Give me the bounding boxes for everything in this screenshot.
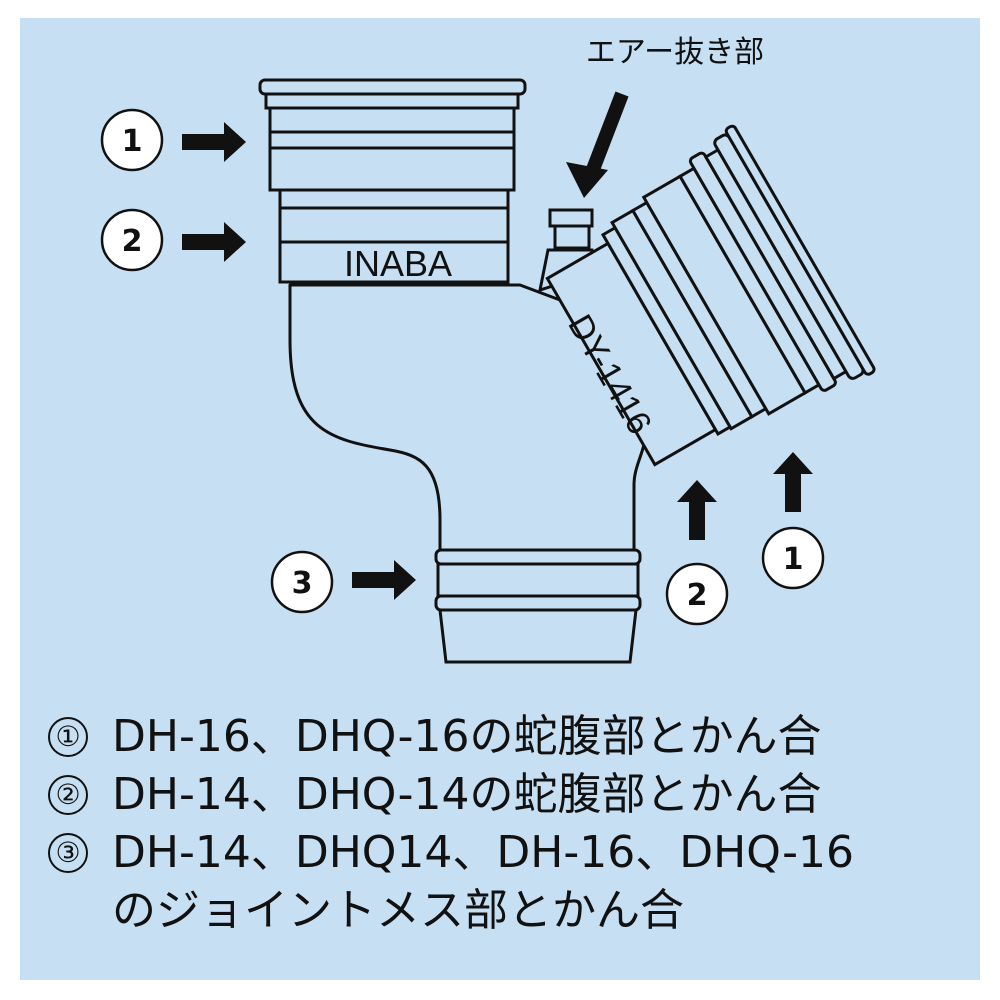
branch-socket bbox=[545, 124, 876, 467]
legend-item-1: ① DH-16、DHQ-16の蛇腹部とかん合 bbox=[48, 708, 978, 766]
marker-2-right-label: 2 bbox=[687, 578, 708, 613]
bottom-socket bbox=[434, 548, 642, 664]
legend-text: DH-16、DHQ-16の蛇腹部とかん合 bbox=[112, 711, 822, 762]
marker-1-left: 1 bbox=[100, 108, 164, 172]
pipe-fitting-diagram: INABA エアー抜き部 DY-1416 1 2 bbox=[100, 35, 876, 664]
legend-text: DH-14、DHQ-14の蛇腹部とかん合 bbox=[112, 769, 822, 820]
legend-text: のジョイントメス部とかん合 bbox=[112, 885, 684, 936]
arrow-right-icon bbox=[182, 122, 246, 162]
legend-number: ① bbox=[48, 717, 88, 757]
legend-number: ③ bbox=[48, 833, 88, 873]
legend-item-3: ③ DH-14、DHQ14、DH-16、DHQ-16 bbox=[48, 824, 978, 882]
marker-1-left-label: 1 bbox=[122, 124, 143, 159]
marker-1-right: 1 bbox=[761, 526, 825, 590]
arrow-right-icon bbox=[182, 222, 246, 262]
marker-2-right: 2 bbox=[665, 562, 729, 626]
legend-continuation: のジョイントメス部とかん合 bbox=[48, 882, 978, 940]
legend-text: DH-14、DHQ14、DH-16、DHQ-16 bbox=[112, 827, 854, 878]
marker-2-left: 2 bbox=[100, 208, 164, 272]
top-socket bbox=[258, 78, 527, 284]
legend: ① DH-16、DHQ-16の蛇腹部とかん合 ② DH-14、DHQ-14の蛇腹… bbox=[48, 708, 978, 940]
marker-2-left-label: 2 bbox=[122, 224, 143, 259]
air-vent-label: エアー抜き部 bbox=[586, 35, 764, 70]
marker-1-right-label: 1 bbox=[783, 542, 804, 577]
marker-3-left-label: 3 bbox=[292, 566, 313, 601]
arrow-right-icon bbox=[352, 560, 416, 600]
arrow-up-icon bbox=[677, 480, 717, 540]
marker-3-left: 3 bbox=[270, 550, 334, 614]
legend-item-2: ② DH-14、DHQ-14の蛇腹部とかん合 bbox=[48, 766, 978, 824]
brand-label: INABA bbox=[344, 243, 452, 284]
arrow-up-icon bbox=[773, 452, 813, 512]
air-vent-arrow-icon bbox=[566, 91, 629, 198]
legend-number: ② bbox=[48, 775, 88, 815]
